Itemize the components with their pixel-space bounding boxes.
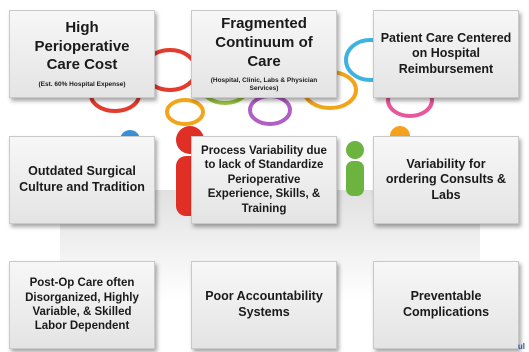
card-outdated-surgical-culture: Outdated Surgical Culture and Tradition — [9, 136, 155, 224]
card-patient-care-centered: Patient Care Centered on Hospital Reimbu… — [373, 10, 519, 98]
card-preventable-complications: Preventable Complications — [373, 261, 519, 349]
card-title: Poor Accountability Systems — [205, 289, 323, 319]
card-title: Post-Op Care often Disorganized, Highly … — [25, 277, 139, 333]
card-note: (Est. 60% Hospital Expense) — [38, 81, 126, 89]
card-title: Patient Care Centered on Hospital Reimbu… — [380, 30, 512, 76]
card-high-perioperative-care-cost: High Perioperative Care Cost (Est. 60% H… — [9, 10, 155, 98]
card-title: High Perioperative Care Cost — [34, 18, 130, 74]
card-fragmented-continuum-of-care: Fragmented Continuum of Care (Hospital, … — [191, 10, 337, 98]
card-post-op-care: Post-Op Care often Disorganized, Highly … — [9, 261, 155, 349]
card-poor-accountability: Poor Accountability Systems — [191, 261, 337, 349]
card-process-variability: Process Variability due to lack of Stand… — [191, 136, 337, 224]
card-title: Process Variability due to lack of Stand… — [201, 145, 327, 215]
card-variability-ordering: Variability for ordering Consults & Labs — [373, 136, 519, 224]
card-title: Outdated Surgical Culture and Tradition — [19, 164, 145, 194]
card-title: Preventable Complications — [402, 289, 490, 319]
card-title: Fragmented Continuum of Care — [215, 15, 313, 70]
watermark: ul — [517, 342, 525, 351]
card-note: (Hospital, Clinic, Labs & Physician Serv… — [210, 77, 318, 93]
card-title: Variability for ordering Consults & Labs — [385, 156, 507, 202]
